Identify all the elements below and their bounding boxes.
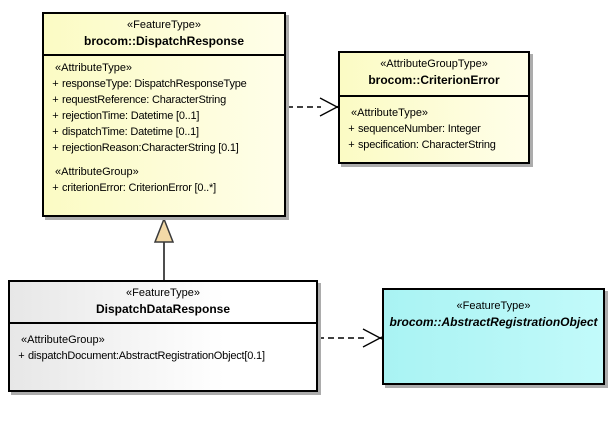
attribute-text: responseType: DispatchResponseType (62, 78, 247, 90)
attribute-text: sequenceNumber: Integer (358, 123, 481, 135)
attribute-text: criterionError: CriterionError [0..*] (62, 182, 216, 194)
class-stereotype: «FeatureType» (456, 300, 531, 312)
class-name: brocom::DispatchResponse (83, 34, 245, 48)
visibility-marker: + (18, 350, 25, 362)
dependency-arrow-dispatchresponse-criterionerror[interactable] (287, 97, 340, 117)
class-box-dispatchdataresponse[interactable]: «FeatureType» DispatchDataResponse «Attr… (8, 280, 318, 392)
class-name: brocom::CriterionError (368, 73, 500, 87)
section-heading: «AttributeType» (55, 62, 133, 74)
attribute-row: + requestReference: CharacterString (44, 92, 284, 108)
attribute-text: specification: CharacterString (358, 139, 496, 151)
generalization-triangle-head (153, 216, 175, 243)
class-name: DispatchDataResponse (95, 302, 231, 316)
attribute-row: + criterionError: CriterionError [0..*] (44, 180, 284, 196)
attribute-row: + rejectionTime: Datetime [0..1] (44, 108, 284, 124)
section-heading: «AttributeGroup» (21, 334, 105, 346)
visibility-marker: + (52, 126, 59, 138)
visibility-marker: + (52, 78, 59, 90)
visibility-marker: + (348, 123, 355, 135)
class-stereotype: «AttributeGroupType» (380, 58, 488, 70)
attribute-row: + dispatchTime: Datetime [0..1] (44, 124, 284, 140)
generalization-arrow-dispatchdataresponse-dispatchresponse[interactable] (153, 216, 175, 280)
attribute-text: rejectionReason:CharacterString [0.1] (62, 142, 239, 154)
attribute-row: + responseType: DispatchResponseType (44, 76, 284, 92)
class-attributes-compartment: «AttributeGroup» + dispatchDocument:Abst… (10, 332, 316, 364)
attribute-row: + specification: CharacterString (340, 137, 528, 153)
class-header: «FeatureType» brocom::DispatchResponse (44, 14, 284, 56)
class-attributes-compartment: «AttributeType» + sequenceNumber: Intege… (340, 105, 528, 153)
visibility-marker: + (52, 94, 59, 106)
class-box-abstractregistrationobject[interactable]: «FeatureType» brocom::AbstractRegistrati… (382, 288, 605, 385)
class-header: «FeatureType» DispatchDataResponse (10, 282, 316, 324)
class-box-dispatchresponse[interactable]: «FeatureType» brocom::DispatchResponse «… (42, 12, 286, 217)
class-header: «FeatureType» brocom::AbstractRegistrati… (384, 290, 603, 334)
class-stereotype: «FeatureType» (127, 19, 201, 31)
visibility-marker: + (52, 182, 59, 194)
attribute-row: + rejectionReason:CharacterString [0.1] (44, 140, 284, 156)
class-attributes-compartment: «AttributeType» + responseType: Dispatch… (44, 60, 284, 196)
class-name: brocom::AbstractRegistrationObject (389, 315, 598, 329)
class-header: «AttributeGroupType» brocom::CriterionEr… (340, 53, 528, 97)
attribute-text: rejectionTime: Datetime [0..1] (62, 110, 200, 122)
section-heading: «AttributeType» (351, 107, 429, 119)
attribute-text: requestReference: CharacterString (62, 94, 226, 106)
attribute-row: + dispatchDocument:AbstractRegistrationO… (10, 348, 316, 364)
visibility-marker: + (52, 110, 59, 122)
class-stereotype: «FeatureType» (126, 287, 200, 299)
class-box-criterionerror[interactable]: «AttributeGroupType» brocom::CriterionEr… (338, 51, 530, 164)
dependency-arrow-dispatchdataresponse-abstractregistrationobject[interactable] (318, 328, 383, 348)
attribute-row: + sequenceNumber: Integer (340, 121, 528, 137)
attribute-text: dispatchDocument:AbstractRegistrationObj… (28, 350, 265, 362)
attribute-text: dispatchTime: Datetime [0..1] (62, 126, 199, 138)
visibility-marker: + (52, 142, 59, 154)
section-heading: «AttributeGroup» (55, 166, 139, 178)
visibility-marker: + (348, 139, 355, 151)
